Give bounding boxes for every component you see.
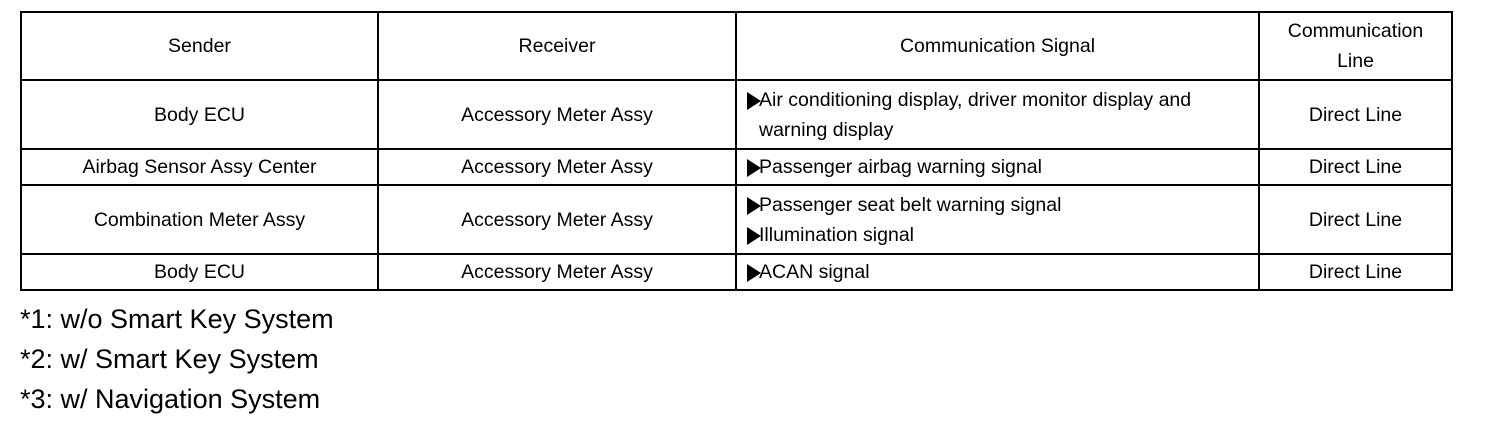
communication-table: Sender Receiver Communication Signal Com…	[20, 11, 1453, 291]
signal-text: Passenger seat belt warning signal	[759, 193, 1062, 216]
footnotes: *1: w/o Smart Key System *2: w/ Smart Ke…	[20, 299, 334, 419]
table-row: Body ECU Accessory Meter Assy ACAN signa…	[20, 253, 1453, 291]
signal-cell: Passenger airbag warning signal	[735, 148, 1260, 186]
sender-cell: Combination Meter Assy	[20, 184, 379, 255]
line-cell: Direct Line	[1258, 148, 1453, 186]
signal-cell: Air conditioning display, driver monitor…	[735, 79, 1260, 150]
arrow-right-icon	[747, 196, 761, 215]
signal-text: Passenger airbag warning signal	[759, 156, 1042, 178]
sender-cell: Airbag Sensor Assy Center	[20, 148, 379, 186]
signal-text: warning display	[759, 118, 894, 141]
footnote-2: *2: w/ Smart Key System	[20, 344, 319, 374]
signal-item-continuation: warning display	[747, 115, 1252, 145]
arrow-right-icon	[747, 264, 761, 282]
footnote-3: *3: w/ Navigation System	[20, 384, 321, 414]
receiver-cell: Accessory Meter Assy	[377, 253, 737, 291]
receiver-cell: Accessory Meter Assy	[377, 148, 737, 186]
arrow-right-icon	[747, 226, 761, 245]
header-sender: Sender	[20, 11, 379, 81]
receiver-cell: Accessory Meter Assy	[377, 184, 737, 255]
signal-item: Passenger seat belt warning signal	[747, 190, 1252, 220]
receiver-cell: Accessory Meter Assy	[377, 79, 737, 150]
arrow-right-icon	[747, 91, 761, 110]
signal-item: ACAN signal	[747, 257, 1252, 287]
signal-item: Illumination signal	[747, 220, 1252, 250]
sender-cell: Body ECU	[20, 253, 379, 291]
sender-cell: Body ECU	[20, 79, 379, 150]
arrow-right-icon	[747, 159, 761, 177]
table-header-row: Sender Receiver Communication Signal Com…	[20, 11, 1453, 81]
line-cell: Direct Line	[1258, 253, 1453, 291]
header-receiver: Receiver	[377, 11, 737, 81]
footnote-1: *1: w/o Smart Key System	[20, 304, 334, 334]
line-cell: Direct Line	[1258, 184, 1453, 255]
signal-cell: ACAN signal	[735, 253, 1260, 291]
signal-text: Air conditioning display, driver monitor…	[759, 88, 1192, 111]
signal-text: Illumination signal	[759, 223, 915, 246]
table-row: Combination Meter Assy Accessory Meter A…	[20, 184, 1453, 255]
header-signal: Communication Signal	[735, 11, 1260, 81]
signal-item: Passenger airbag warning signal	[747, 152, 1252, 182]
table-row: Body ECU Accessory Meter Assy Air condit…	[20, 79, 1453, 150]
line-cell: Direct Line	[1258, 79, 1453, 150]
header-line: Communication Line	[1258, 11, 1453, 81]
signal-item: Air conditioning display, driver monitor…	[747, 85, 1252, 115]
signal-text: ACAN signal	[759, 261, 870, 283]
signal-cell: Passenger seat belt warning signal Illum…	[735, 184, 1260, 255]
table-row: Airbag Sensor Assy Center Accessory Mete…	[20, 148, 1453, 186]
